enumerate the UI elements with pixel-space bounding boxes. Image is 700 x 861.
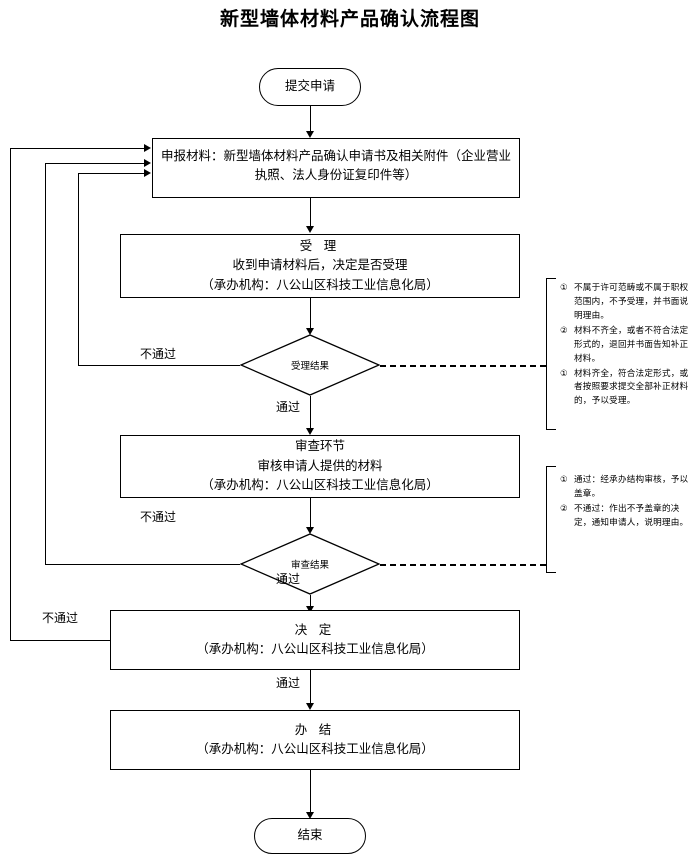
node-acceptance-line2: （承办机构：八公山区科技工业信息化局） xyxy=(201,277,439,292)
note-number: ① xyxy=(560,474,568,484)
connector-start-to-apply xyxy=(310,106,311,133)
arrow-finish-to-end xyxy=(305,812,314,819)
arrow-review-pass xyxy=(305,606,314,613)
arrow-review-to-decision xyxy=(305,527,314,534)
note-text: 材料不齐全，或者不符合法定形式的，退回并书面告知补正材料。 xyxy=(574,324,689,363)
note-number: ② xyxy=(560,502,568,513)
connector-decide-fail-h xyxy=(10,640,110,641)
page-title: 新型墙体材料产品确认流程图 xyxy=(219,8,480,30)
arrow-apply-to-accept xyxy=(305,226,314,233)
note-item: ② 材料不齐全，或者不符合法定形式的，退回并书面告知补正材料。 xyxy=(560,324,694,366)
node-apply-materials: 申报材料：新型墙体材料产品确认申请书及相关附件（企业营业 执照、法人身份证复印件… xyxy=(152,138,520,198)
arrow-start-to-apply xyxy=(305,131,314,138)
node-start: 提交申请 xyxy=(259,68,361,106)
node-review: 审查环节 审核申请人提供的材料 （承办机构：八公山区科技工业信息化局） xyxy=(120,435,520,498)
note-item: ② 不通过：作出不予盖章的决定，通知申请人，说明理由。 xyxy=(560,502,694,530)
node-end-label: 结束 xyxy=(297,828,323,843)
edge-label-accept-fail: 不通过 xyxy=(140,347,177,361)
note-block-review: ① 通过：经承办结构审核，予以盖章。 ② 不通过：作出不予盖章的决定，通知申请人… xyxy=(560,473,694,531)
node-review-heading: 审查环节 xyxy=(294,439,345,454)
diamond-shape xyxy=(240,334,380,396)
note-text: 不属于许可范畴或不属于职权范围内，不予受理，并书面说明理由。 xyxy=(574,282,689,320)
node-review-result: 审查结果 xyxy=(240,533,380,595)
note-item: ① 不属于许可范畴或不属于职权范围内，不予受理，并书面说明理由。 xyxy=(560,281,694,323)
arrow-accept-pass xyxy=(305,428,314,435)
node-decision-line1: （承办机构：八公山区科技工业信息化局） xyxy=(196,642,434,656)
node-decision: 决 定 （承办机构：八公山区科技工业信息化局） xyxy=(110,610,520,670)
arrow-accept-to-decision xyxy=(305,328,314,335)
edge-label-review-pass: 通过 xyxy=(276,572,301,586)
node-acceptance-heading: 受 理 xyxy=(299,238,341,253)
note-text: 通过：经承办结构审核，予以盖章。 xyxy=(574,474,689,498)
node-finish-line1: （承办机构：八公山区科技工业信息化局） xyxy=(196,742,434,756)
edge-label-decide-fail: 不通过 xyxy=(42,611,79,625)
loop-decide-fail-v xyxy=(10,148,11,640)
connector-review-fail-h xyxy=(45,564,240,565)
node-finish-heading: 办 结 xyxy=(294,722,336,737)
node-start-label: 提交申请 xyxy=(284,79,335,94)
edge-label-review-fail: 不通过 xyxy=(140,510,177,524)
node-apply-line2: 执照、法人身份证复印件等） xyxy=(254,168,418,183)
connector-decide-to-finish xyxy=(310,670,311,705)
note-number: ② xyxy=(560,324,568,335)
edge-label-accept-pass: 通过 xyxy=(276,400,301,414)
node-finish: 办 结 （承办机构：八公山区科技工业信息化局） xyxy=(110,710,520,770)
note-item: ① 通过：经承办结构审核，予以盖章。 xyxy=(560,473,694,501)
arrow-loop-decide-fail xyxy=(144,143,151,152)
node-review-line2: （承办机构：八公山区科技工业信息化局） xyxy=(201,478,439,493)
node-review-line1: 审核申请人提供的材料 xyxy=(257,458,383,473)
arrow-loop-review-fail xyxy=(144,158,151,167)
connector-apply-to-accept xyxy=(310,198,311,228)
note-item: ① 材料齐全，符合法定形式，或者按照要求提交全部补正材料的，予以受理。 xyxy=(560,367,694,409)
note-text: 材料齐全，符合法定形式，或者按照要求提交全部补正材料的，予以受理。 xyxy=(574,367,689,406)
node-apply-line1: 申报材料：新型墙体材料产品确认申请书及相关附件（企业营业 xyxy=(160,149,511,163)
note-bracket-review xyxy=(546,466,556,573)
arrow-decide-to-finish xyxy=(305,703,314,710)
connector-accept-pass-v xyxy=(310,396,311,430)
arrow-loop-accept-fail xyxy=(144,168,151,177)
loop-decide-fail-top xyxy=(10,148,145,149)
node-decision-heading: 决 定 xyxy=(294,622,336,637)
node-acceptance-decision: 受理结果 xyxy=(240,334,380,396)
note-block-acceptance: ① 不属于许可范畴或不属于职权范围内，不予受理，并书面说明理由。 ② 材料不齐全… xyxy=(560,281,694,409)
node-acceptance: 受 理 收到申请材料后，决定是否受理 （承办机构：八公山区科技工业信息化局） xyxy=(120,234,520,298)
note-bracket-acceptance xyxy=(546,278,556,430)
node-acceptance-line1: 收到申请材料后，决定是否受理 xyxy=(232,258,408,273)
connector-review-note-dashed xyxy=(380,564,546,566)
note-number: ① xyxy=(560,367,568,378)
connector-accept-fail-h xyxy=(78,365,240,366)
connector-accept-to-decision xyxy=(310,298,311,330)
connector-review-to-decision xyxy=(310,498,311,529)
loop-accept-fail-v xyxy=(78,173,79,365)
loop-accept-fail-top xyxy=(78,173,145,174)
note-text: 不通过：作出不予盖章的决定，通知申请人，说明理由。 xyxy=(574,502,689,527)
note-number: ① xyxy=(560,282,568,292)
connector-finish-to-end xyxy=(310,770,311,814)
edge-label-decide-pass: 通过 xyxy=(276,676,301,690)
loop-review-fail-top xyxy=(45,163,145,164)
node-end: 结束 xyxy=(254,818,366,854)
connector-review-pass-v xyxy=(310,595,311,608)
loop-review-fail-v xyxy=(45,163,46,564)
diamond-shape xyxy=(240,533,380,595)
connector-accept-note-dashed xyxy=(380,365,546,367)
